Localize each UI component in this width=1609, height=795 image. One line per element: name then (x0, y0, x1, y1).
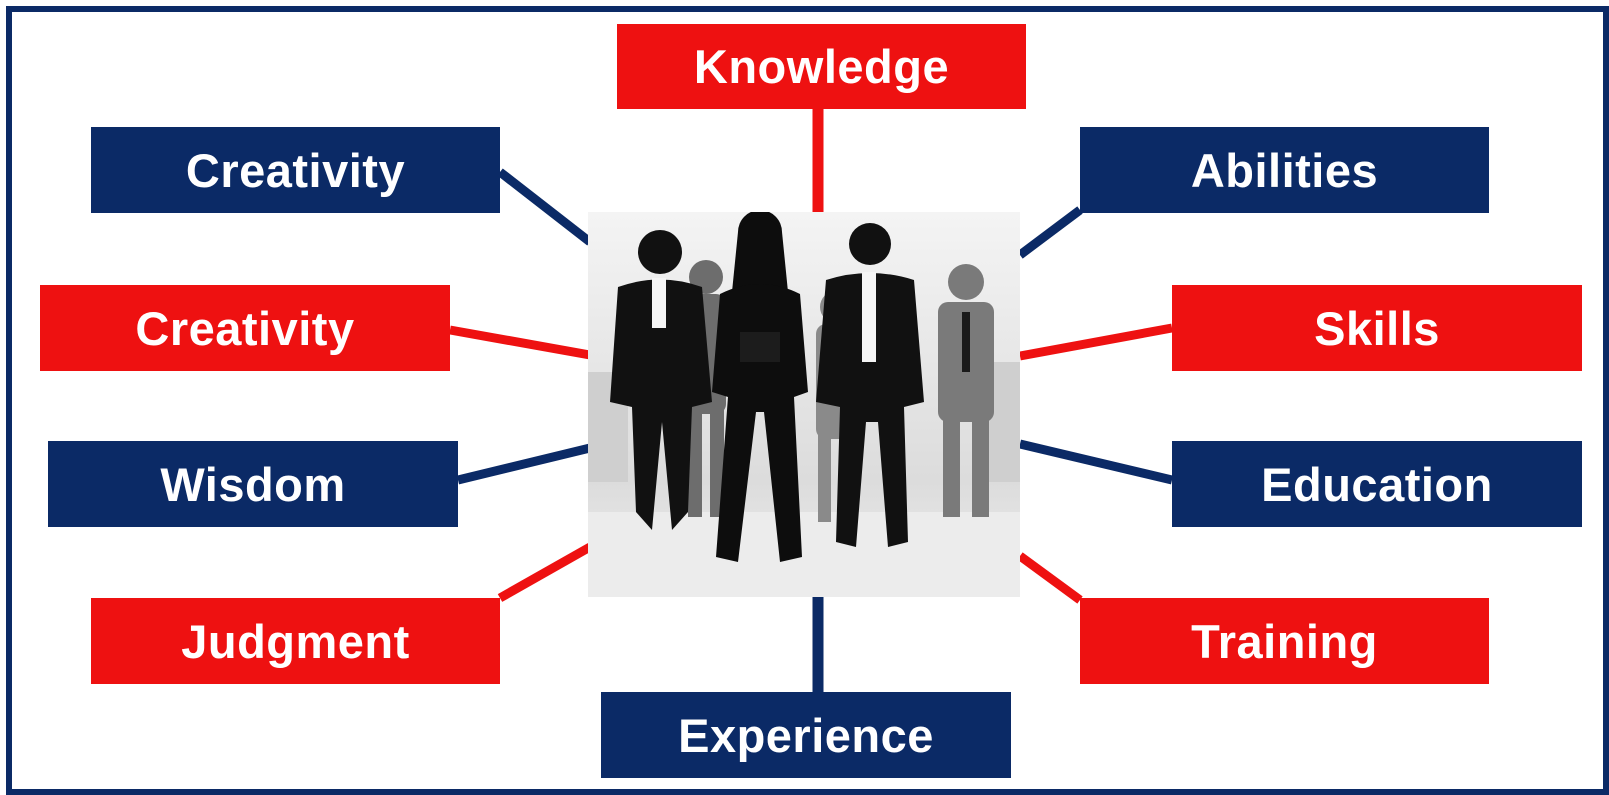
label-creativity-red: Creativity (40, 285, 450, 371)
label-judgment: Judgment (91, 598, 500, 684)
business-team-image (588, 212, 1020, 597)
label-experience: Experience (601, 692, 1011, 778)
label-abilities: Abilities (1080, 127, 1489, 213)
label-wisdom: Wisdom (48, 441, 458, 527)
label-creativity-top: Creativity (91, 127, 500, 213)
label-training: Training (1080, 598, 1489, 684)
label-knowledge: Knowledge (617, 24, 1026, 109)
label-skills: Skills (1172, 285, 1582, 371)
label-education: Education (1172, 441, 1582, 527)
business-team-silhouette-icon (588, 212, 1020, 597)
